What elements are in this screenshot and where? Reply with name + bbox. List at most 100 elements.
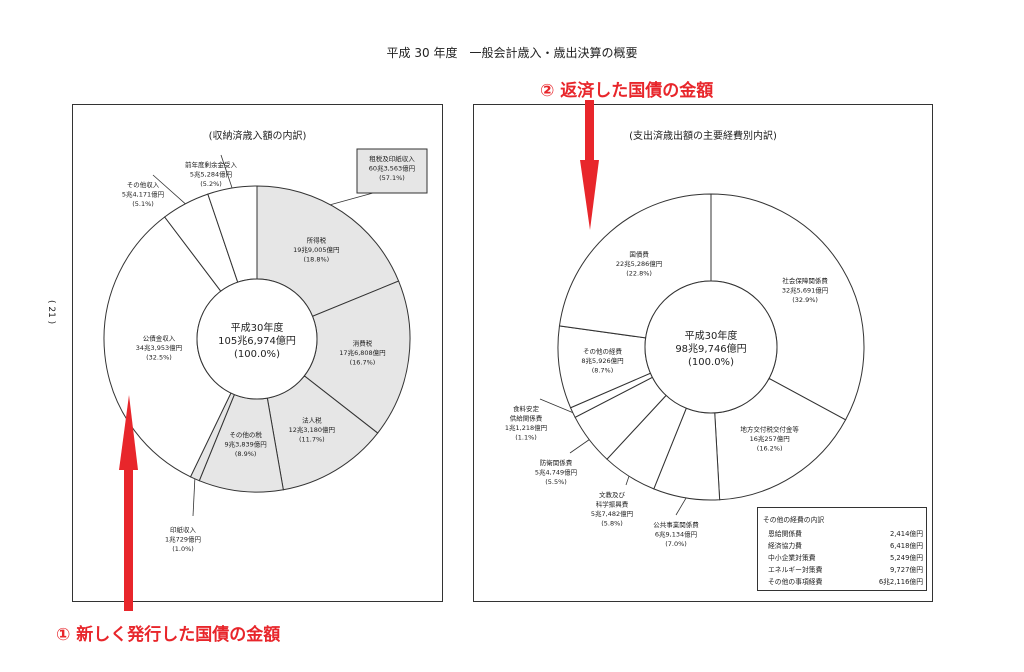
breakdown-row: 恩給関係費 2,414億円	[768, 528, 923, 538]
label-line: (11.7%)	[299, 435, 325, 443]
breakdown-amount: 5,249億円	[889, 554, 923, 562]
expenditure-chart-title: (支出済歳出額の主要経費別内訳)	[629, 131, 777, 142]
label-line: (18.8%)	[303, 256, 329, 264]
label-line: 科学振興費	[596, 500, 629, 509]
leader-line	[675, 497, 687, 516]
breakdown-amount: 6兆2,116億円	[878, 578, 923, 586]
label-line: (32.5%)	[146, 354, 172, 362]
label-line: 印紙収入	[170, 525, 197, 534]
label-line: 6兆9,134億円	[655, 530, 697, 539]
label-line: 22兆5,286億円	[616, 259, 662, 268]
center-line: 平成30年度	[685, 329, 738, 342]
revenue-chart-title: (収納済歳入額の内訳)	[208, 131, 307, 142]
breakdown-name: 経済協力費	[768, 542, 802, 550]
annotation-repaid-bonds: ② 返済した国債の金額	[540, 81, 714, 101]
label-line: 5兆7,482億円	[591, 509, 633, 518]
leader-line	[152, 174, 186, 205]
label-line: 5兆4,749億円	[535, 468, 577, 477]
breakdown-row: その他の事項経費 6兆2,116億円	[768, 576, 923, 586]
label-line: (1.1%)	[515, 434, 537, 442]
breakdown-name: 恩給関係費	[768, 530, 802, 538]
label-line: (5.2%)	[200, 180, 222, 188]
leader-line	[330, 192, 374, 206]
breakdown-row: 中小企業対策費 5,249億円	[768, 552, 923, 562]
label-line: 公債金収入	[143, 334, 176, 343]
center-line: 105兆6,974億円	[218, 334, 296, 347]
breakdown-name: 中小企業対策費	[768, 554, 816, 562]
breakdown-row: エネルギー対策費 9,727億円	[768, 564, 923, 574]
label-line: 消費税	[353, 339, 373, 348]
arrow-down-icon	[580, 100, 599, 230]
label-line: (57.1%)	[379, 174, 405, 182]
label-line: 9兆3,839億円	[225, 439, 267, 448]
center-line: 平成30年度	[231, 321, 284, 334]
annotation-issued-bonds: ① 新しく発行した国債の金額	[56, 625, 281, 645]
label-line: (16.7%)	[350, 359, 376, 367]
label-line: 公共事業関係費	[653, 520, 699, 529]
center-line: (100.0%)	[234, 349, 280, 360]
label-line: 5兆4,171億円	[122, 190, 164, 199]
label-line: (1.0%)	[172, 545, 194, 553]
leader-line	[220, 154, 233, 189]
label-line: 8兆5,926億円	[581, 356, 623, 365]
label-line: (5.1%)	[132, 200, 154, 208]
revenue-center-hole	[196, 278, 318, 400]
leader-line	[625, 476, 630, 486]
label-line: 供給関係費	[510, 414, 543, 423]
label-line: (5.5%)	[545, 478, 567, 486]
breakdown-amount: 9,727億円	[889, 566, 923, 574]
label-line: 5兆5,284億円	[190, 170, 232, 179]
page-number: ( 21 )	[46, 300, 56, 325]
label-line: (16.2%)	[757, 444, 783, 452]
label-line: 防衛関係費	[540, 458, 573, 467]
label-line: 19兆9,005億円	[293, 245, 339, 254]
breakdown-name: その他の事項経費	[768, 578, 823, 586]
breakdown-amount: 2,414億円	[889, 530, 923, 538]
label-line: 社会保障関係費	[782, 276, 828, 285]
label-line: (8.7%)	[592, 367, 614, 375]
document-title: 平成 30 年度 一般会計歳入・歳出決算の概要	[386, 46, 638, 60]
breakdown-amount: 6,418億円	[889, 542, 923, 550]
label-line: 32兆5,691億円	[782, 285, 828, 294]
breakdown-row: 経済協力費 6,418億円	[768, 540, 923, 550]
label-line: (7.0%)	[665, 540, 687, 548]
label-line: その他収入	[127, 180, 160, 189]
label-line: 1兆1,218億円	[505, 423, 547, 432]
label-line: 16兆257億円	[750, 434, 790, 443]
label-line: その他の税	[229, 430, 262, 439]
label-line: 前年度剰余金受入	[185, 160, 238, 169]
tax-group-box	[356, 148, 428, 194]
breakdown-title: その他の経費の内訳	[763, 516, 825, 524]
expenditure-center-hole	[644, 280, 778, 414]
leader-line	[539, 398, 573, 413]
label-line: (22.8%)	[626, 269, 652, 277]
label-line: 17兆6,808億円	[339, 348, 385, 357]
label-line: (5.8%)	[601, 520, 623, 528]
label-line: 1兆729億円	[165, 535, 201, 544]
label-line: その他の経費	[583, 347, 623, 356]
center-line: (100.0%)	[688, 357, 734, 368]
label-line: 34兆3,953億円	[136, 343, 182, 352]
breakdown-name: エネルギー対策費	[768, 566, 823, 574]
